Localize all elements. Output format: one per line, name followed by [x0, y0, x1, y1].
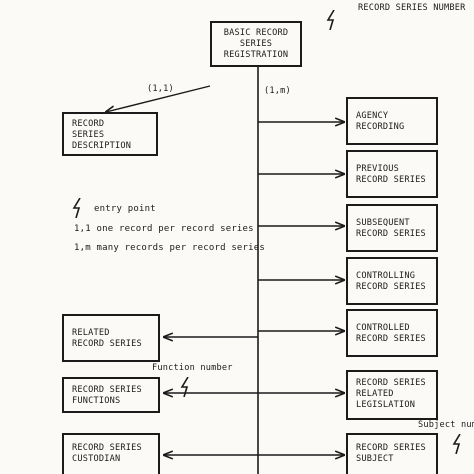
lightning-bolt-icon	[326, 10, 335, 30]
function-number-label: Function number	[152, 363, 233, 373]
legend-one-one: 1,1 one record per record series	[74, 224, 254, 234]
legend-one-many: 1,m many records per record series	[74, 243, 266, 253]
record-series-number-label: RECORD SERIES NUMBER	[358, 3, 466, 13]
cardinality-one-many-label: (1,m)	[264, 86, 291, 96]
record-series-related-legislation-box[interactable]: RECORD SERIES RELATED LEGISLATION	[346, 370, 438, 420]
record-series-functions-box[interactable]: RECORD SERIES FUNCTIONS	[62, 377, 160, 413]
controlled-record-series-box[interactable]: CONTROLLED RECORD SERIES	[346, 309, 438, 357]
record-series-subject-box[interactable]: RECORD SERIES SUBJECT	[346, 433, 438, 474]
record-series-description-box[interactable]: RECORD SERIES DESCRIPTION	[62, 112, 158, 156]
related-record-series-box[interactable]: RELATED RECORD SERIES	[62, 314, 160, 362]
subsequent-record-series-box[interactable]: SUBSEQUENT RECORD SERIES	[346, 204, 438, 252]
controlling-record-series-box[interactable]: CONTROLLING RECORD SERIES	[346, 257, 438, 305]
lightning-bolt-icon	[180, 377, 189, 397]
lightning-bolt-icon	[72, 198, 81, 218]
description-connector	[106, 85, 211, 112]
legend-entry-point: entry point	[94, 204, 156, 214]
lightning-bolt-icon	[452, 434, 461, 454]
agency-recording-box[interactable]: AGENCY RECORDING	[346, 97, 438, 145]
basic-record-series-registration-box[interactable]: BASIC RECORD SERIES REGISTRATION	[210, 21, 302, 67]
previous-record-series-box[interactable]: PREVIOUS RECORD SERIES	[346, 150, 438, 198]
record-series-custodian-box[interactable]: RECORD SERIES CUSTODIAN	[62, 433, 160, 474]
cardinality-one-one-label: (1,1)	[147, 84, 174, 94]
subject-number-label: Subject num	[418, 420, 474, 430]
